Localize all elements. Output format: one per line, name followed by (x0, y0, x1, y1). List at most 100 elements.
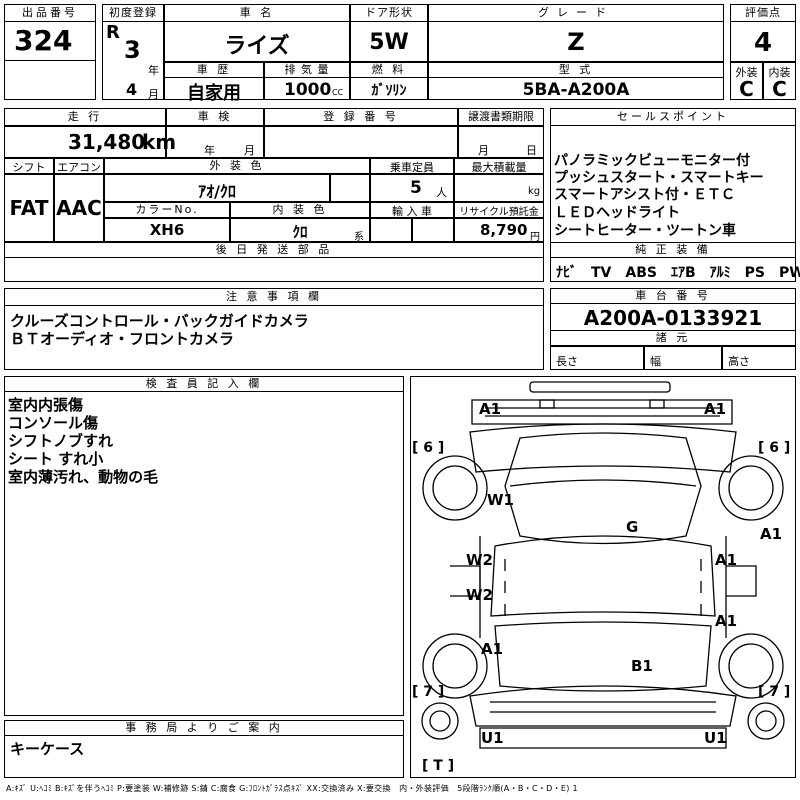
transfer-label: 譲渡書類期限 (468, 110, 534, 123)
car-name: ライズ (224, 34, 290, 59)
width-cell (644, 346, 722, 370)
height-label: 高さ (728, 355, 750, 368)
color-label-cell (104, 158, 370, 174)
chassis-label-cell (550, 288, 796, 304)
reg-label: 初度登録 (109, 6, 157, 19)
damage-mark: A1 (481, 640, 504, 658)
history: 自家用 (187, 83, 241, 104)
door-type: 5W (369, 30, 409, 55)
tire-mark: [ 7 ] (758, 684, 791, 700)
regno-label-cell (264, 108, 458, 126)
era: R (106, 22, 120, 43)
load-label-cell (454, 158, 544, 174)
displacement: 1000 (284, 80, 332, 100)
cap-unit: 人 (436, 186, 447, 199)
parts-label: 後 日 発 送 部 品 (215, 243, 333, 256)
transfer-label-cell (458, 108, 544, 126)
score: 4 (753, 28, 773, 58)
name-label: 車 名 (239, 6, 275, 19)
inspector-label-cell (4, 376, 404, 392)
recycle-unit: 円 (530, 232, 540, 243)
reg-year: 3 (124, 36, 141, 64)
ac: AAC (56, 196, 102, 220)
colorno-cell (104, 218, 230, 242)
transfer-cell (458, 126, 544, 158)
interior-label: 内 装 色 (272, 203, 328, 216)
color: ｱｵ/ｸﾛ (198, 182, 236, 201)
year-unit: 年 (148, 64, 159, 77)
parts-label-cell (4, 242, 544, 258)
colorno-label-cell (104, 202, 230, 218)
damage-mark: W2 (466, 551, 493, 569)
interior-cell (230, 218, 370, 242)
damage-mark: B1 (631, 657, 653, 675)
tire-mark: [ 6 ] (758, 440, 791, 456)
cap-cell (370, 174, 454, 202)
lot-label-cell (4, 4, 96, 22)
model-label: 型 式 (558, 63, 594, 76)
ext-box (730, 62, 763, 100)
sales-label: セールスポイント (617, 110, 729, 123)
color-label: 外 装 色 (209, 159, 265, 172)
notes-line: クルーズコントロール・バックガイドカメラ (10, 312, 309, 330)
mileage: 31,480 (68, 130, 146, 154)
fuel-label: 燃 料 (371, 63, 407, 76)
equip-label-cell (550, 242, 796, 258)
diagram-frame (410, 376, 796, 778)
inspector-label: 検 査 員 記 入 欄 (145, 377, 263, 390)
width-label: 幅 (650, 355, 661, 368)
inspector-line: 室内薄汚れ、動物の毛 (8, 468, 159, 486)
load-unit: kg (528, 186, 541, 197)
history-label: 車 歴 (196, 63, 232, 76)
ac-cell (54, 174, 104, 242)
fuel: ｶﾞｿﾘﾝ (371, 83, 407, 99)
sales-line: シートヒーター・ツートン車 (554, 223, 736, 239)
inspector-line: コンソール傷 (8, 414, 99, 432)
office-text: キーケース (10, 740, 85, 758)
tire-mark: [ 6 ] (412, 440, 445, 456)
length-cell (550, 346, 644, 370)
sales-line: スマートアシスト付・ＥＴＣ (554, 187, 736, 203)
regno-label: 登 録 番 号 (323, 110, 399, 123)
recycle-cell (454, 218, 544, 242)
damage-mark: A1 (715, 551, 738, 569)
sales-line: パノラミックビューモニター付 (554, 153, 750, 169)
insp-year-unit: 年 (204, 144, 215, 157)
int-box (763, 62, 796, 100)
damage-mark: A1 (760, 525, 783, 543)
door-label-cell (350, 4, 428, 22)
damage-mark: A1 (479, 400, 502, 418)
damage-mark: W1 (487, 491, 514, 509)
shift-cell (4, 174, 54, 242)
interior-unit: 系 (354, 232, 364, 243)
import-cell-b (412, 218, 454, 242)
tr-month-unit: 月 (478, 144, 489, 157)
door-label: ドア形状 (365, 6, 413, 19)
length-label: 長さ (556, 355, 578, 368)
notes-line: ＢＴオーディオ・フロントカメラ (10, 330, 234, 348)
dims-label: 諸 元 (655, 331, 691, 344)
shift-label: シフト (12, 161, 46, 174)
insp-cell (166, 126, 264, 158)
notes-label: 注 意 事 項 欄 (226, 290, 322, 303)
office-label: 事 務 局 よ り ご 案 内 (125, 721, 283, 734)
model-label-cell (428, 62, 724, 78)
inspector-line: シート すれ小 (8, 450, 104, 468)
ext-label: 外装 (735, 66, 758, 79)
int-grade: C (772, 77, 787, 101)
interior-label-cell (230, 202, 370, 218)
sales-label-cell (550, 108, 796, 126)
recycle: 8,790 (480, 221, 528, 239)
notes-label-cell (4, 288, 544, 306)
grade: Z (567, 28, 585, 56)
name-label-cell (164, 4, 350, 22)
recycle-label: リサイクル預託金 (459, 207, 539, 218)
mileage-label: 走 行 (67, 110, 103, 123)
mileage-label-cell (4, 108, 166, 126)
lot-number: 324 (14, 24, 73, 57)
height-cell (722, 346, 796, 370)
damage-mark: U1 (481, 729, 504, 747)
equipment: ﾅﾋﾞ TV ABS ｴｱB ｱﾙﾐ PS PW (556, 265, 800, 281)
sales-line: ＬＥＤヘッドライト (554, 205, 680, 221)
office-label-cell (4, 720, 404, 736)
